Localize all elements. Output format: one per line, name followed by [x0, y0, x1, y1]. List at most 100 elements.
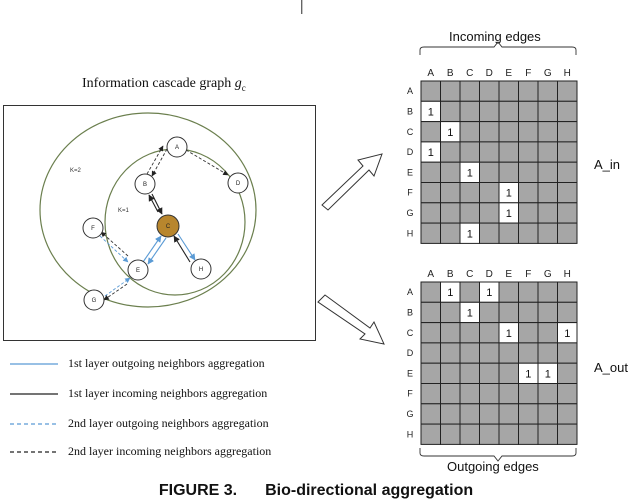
matrix-out-cell: [440, 301, 461, 324]
incoming-edges-heading: Incoming edges: [449, 29, 541, 44]
edge-g-e: [104, 277, 131, 297]
edge-c-b: [148, 194, 159, 213]
matrix-in-col-header-e: E: [505, 68, 512, 79]
matrix-in-cell: [479, 100, 500, 123]
legend-lines: [10, 363, 58, 453]
matrix-in-cell: [557, 141, 578, 163]
a-in-label: A_in: [594, 157, 621, 172]
matrix-in-cell: [479, 121, 500, 143]
matrix-out-cell: [420, 383, 441, 405]
matrix-in-cell: [518, 202, 539, 224]
header-fragment: |: [300, 0, 304, 14]
matrix-in-cell: [498, 141, 519, 163]
matrix-in-cell: [459, 100, 480, 123]
cascade-graph-panel: [3, 105, 316, 341]
matrix-in-col-header-c: C: [466, 68, 473, 79]
matrix-in-row-header-a: A: [407, 86, 413, 96]
matrix-out-cell: [518, 301, 539, 324]
matrix-in-cell: [537, 182, 558, 204]
matrix-out-cell: [518, 403, 539, 425]
matrix-in-row-header-f: F: [407, 188, 413, 198]
matrix-in-cell: [459, 80, 480, 102]
matrix-out-cell: [498, 362, 519, 385]
matrix-out-cell-value: 1: [467, 307, 473, 319]
matrix-out-cell: [557, 423, 578, 445]
matrix-in-cell: [498, 222, 519, 244]
matrix-in-cell: [440, 100, 461, 123]
edge-e-g: [103, 283, 128, 301]
matrix-in-col-header-f: F: [525, 68, 531, 79]
matrix-out-cell: [479, 383, 500, 405]
matrix-out-cell: [557, 362, 578, 385]
node-label-f: F: [91, 226, 95, 232]
matrix-out-row-header-c: C: [407, 328, 414, 338]
matrix-out-cell: [498, 383, 519, 405]
matrix-out-col-header-a: A: [427, 269, 434, 280]
matrix-out-cell: [459, 342, 480, 364]
matrix-out-cell: [440, 383, 461, 405]
matrix-out-row-header-g: G: [406, 409, 413, 419]
matrix-in-row-header-g: G: [406, 208, 413, 218]
matrix-in-cell: [557, 182, 578, 204]
matrix-out-cell: [537, 281, 558, 303]
edge-e-c: [142, 235, 162, 263]
matrix-in-cell: [498, 80, 519, 102]
matrix-in-cell: [440, 80, 461, 102]
matrix-out-cell: [420, 322, 441, 344]
matrix-in-cell: [479, 182, 500, 204]
matrix-out-cell-value: 1: [447, 287, 453, 299]
matrix-out-cell: [440, 342, 461, 364]
matrix-out-cell: [479, 342, 500, 364]
matrix-in-col-header-d: D: [486, 68, 493, 79]
matrix-in-row-header-c: C: [407, 127, 414, 137]
matrix-out-cell: [459, 322, 480, 344]
matrix-in-cell: [537, 202, 558, 224]
matrix-out-cell: [518, 423, 539, 445]
matrix-out-cell: [557, 403, 578, 425]
matrix-out-cell: [498, 301, 519, 324]
matrix-in-cell: [537, 121, 558, 143]
matrix-in-cell: [440, 202, 461, 224]
legend-label-1: 1st layer outgoing neighbors aggregation: [68, 356, 265, 370]
matrix-out-cell: [420, 362, 441, 385]
matrix-out-cell: [479, 362, 500, 385]
matrix-in-cell: [479, 202, 500, 224]
graph-title-text: Information cascade graph: [82, 76, 235, 91]
node-h: [190, 258, 212, 280]
matrix-in-cell: [440, 161, 461, 183]
matrix-in-cell: [420, 121, 441, 143]
edge-b-a: [146, 145, 164, 175]
brace-incoming: [419, 41, 577, 55]
edge-h-c: [173, 235, 191, 263]
matrix-out-cell: [479, 301, 500, 324]
figure-caption: FIGURE 3.Bio-directional aggregation: [0, 482, 632, 500]
matrix-out-cell: [459, 281, 480, 303]
matrix-in-cell: [557, 202, 578, 224]
matrix-out-cell: [459, 423, 480, 445]
matrix-out-cell: [479, 423, 500, 445]
matrix-in-row-header-b: B: [407, 106, 413, 116]
matrix-in-cell: [518, 222, 539, 244]
matrix-in-cell: [518, 121, 539, 143]
matrix-out-cell: [420, 281, 441, 303]
edge-c-e: [147, 237, 167, 265]
figure-number: FIGURE 3.: [158, 482, 238, 499]
matrix-in-cell: [420, 161, 441, 183]
graph-title-var: g: [234, 76, 242, 91]
matrix-out-col-header-b: B: [447, 269, 454, 280]
a-out-label: A_out: [594, 360, 628, 375]
matrix-out-cell: [479, 322, 500, 344]
matrix-in-row-header-e: E: [407, 167, 413, 177]
edge-a-d: [185, 149, 229, 176]
matrix-out-cell: [518, 281, 539, 303]
graph-title-sub: c: [241, 82, 246, 93]
matrix-out-col-header-e: E: [505, 269, 512, 280]
matrix-in-cell-value: 1: [428, 106, 434, 118]
k1-label: K=1: [118, 208, 130, 214]
matrix-in-cell: [518, 80, 539, 102]
matrix-out-cell: [420, 342, 441, 364]
matrix-out-cell: [537, 383, 558, 405]
matrix-out-cell: [537, 423, 558, 445]
